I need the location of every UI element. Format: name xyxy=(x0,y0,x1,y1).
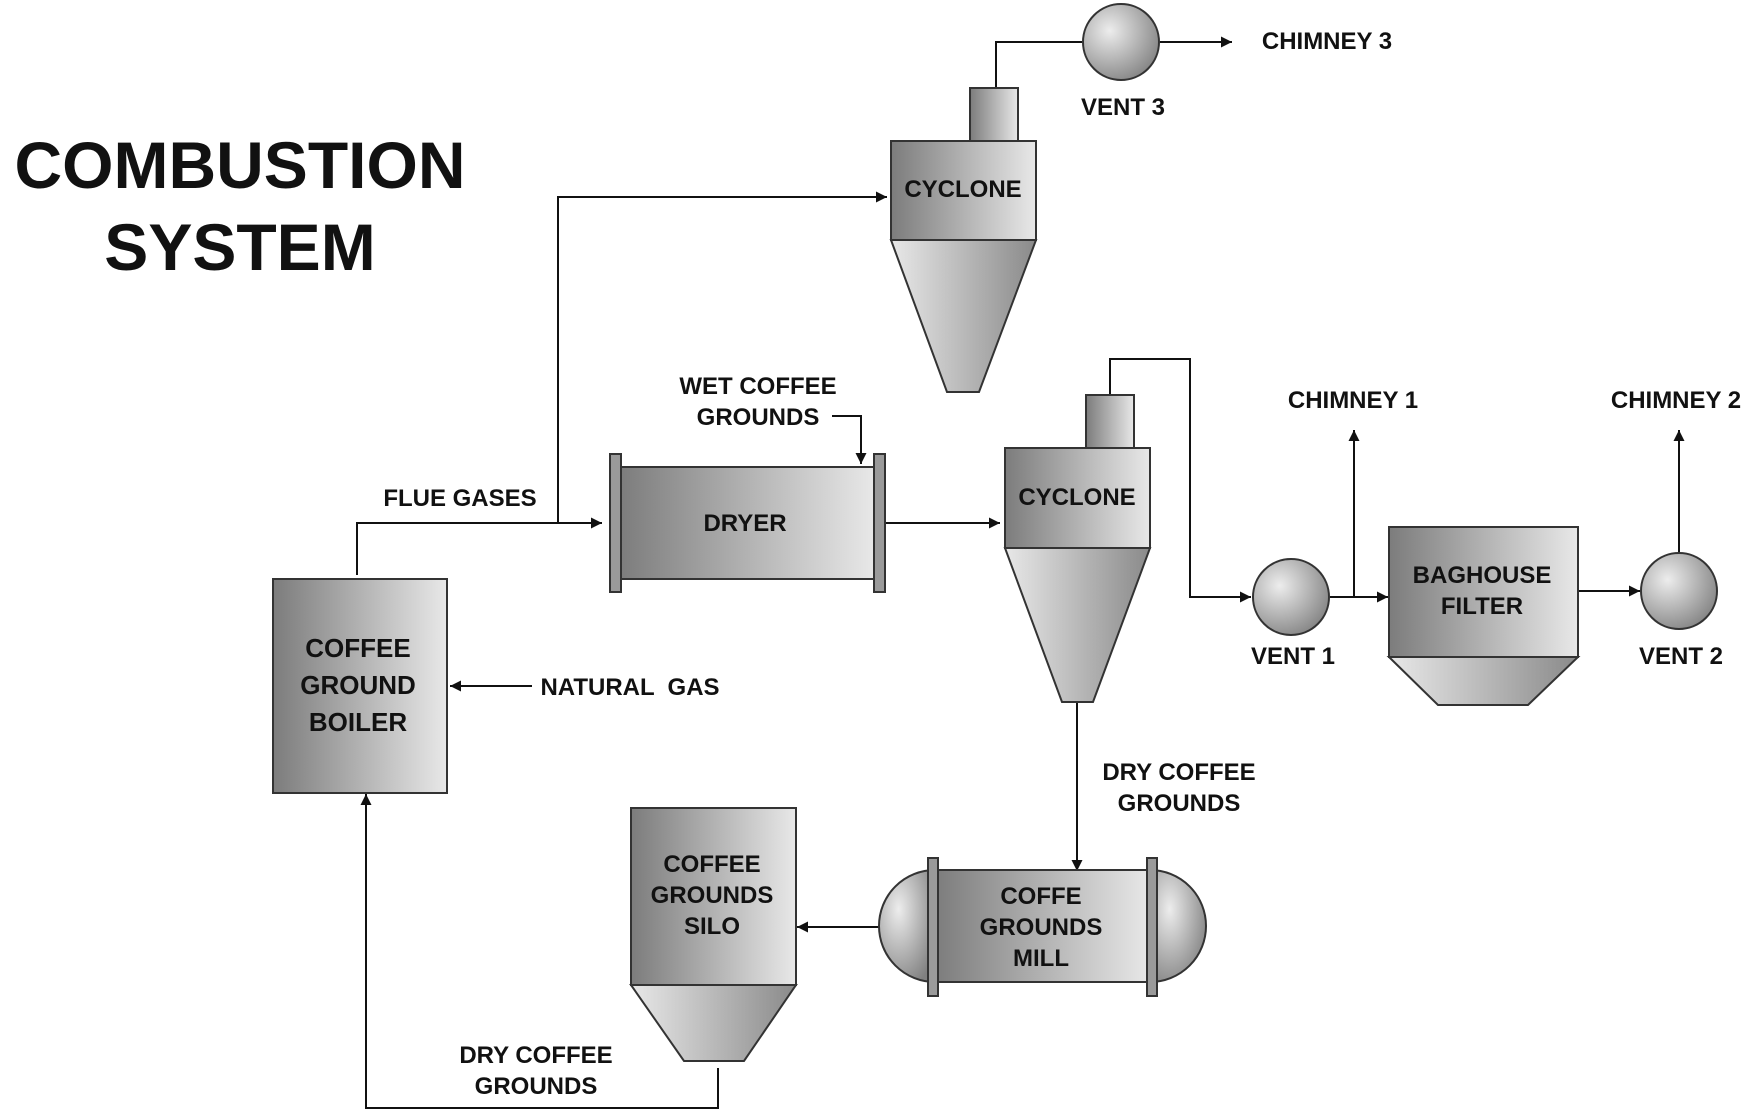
dry-coffee-mid-label-line1: DRY COFFEE xyxy=(1102,759,1255,786)
flue-gas-line xyxy=(356,517,602,575)
chimney3-label: CHIMNEY 3 xyxy=(1262,28,1392,55)
baghouse-label-line2: FILTER xyxy=(1441,593,1523,620)
vent1-label: VENT 1 xyxy=(1251,643,1335,670)
silo-to-boiler-line xyxy=(360,794,719,1109)
cyclone-top-outlet-line xyxy=(995,41,1082,88)
mill-label-line1: COFFE xyxy=(1000,883,1081,910)
cyclone-mid-outlet-line xyxy=(1109,358,1251,603)
baghouse-filter: BAGHOUSE FILTER xyxy=(1386,526,1581,706)
cyclone-mid-label: CYCLONE xyxy=(1018,484,1135,511)
vent-3: VENT 3 xyxy=(1081,3,1165,121)
coffee-grounds-silo: COFFEE GROUNDS SILO xyxy=(629,807,798,1062)
flow-lines xyxy=(356,36,1685,1109)
diagram-title-line1: COMBUSTION xyxy=(15,128,466,202)
wet-coffee-label-line2: GROUNDS xyxy=(697,404,820,431)
vent-2: VENT 2 xyxy=(1639,552,1723,670)
dryer-label: DRYER xyxy=(703,510,786,537)
vent3-label: VENT 3 xyxy=(1081,94,1165,121)
boiler-label-line1: COFFEE xyxy=(305,633,410,663)
dry-coffee-bottom-label-line1: DRY COFFEE xyxy=(459,1042,612,1069)
wet-coffee-label-line1: WET COFFEE xyxy=(679,373,836,400)
silo-label-line1: COFFEE xyxy=(663,851,760,878)
coffee-grounds-mill: COFFE GROUNDS MILL xyxy=(878,857,1207,997)
coffee-ground-boiler: COFFEE GROUND BOILER xyxy=(272,578,448,794)
baghouse-label-line1: BAGHOUSE xyxy=(1413,562,1552,589)
vent2-label: VENT 2 xyxy=(1639,643,1723,670)
mill-label-line3: MILL xyxy=(1013,945,1069,972)
cyclone-mid: CYCLONE xyxy=(1003,394,1152,703)
mill-label-line2: GROUNDS xyxy=(980,914,1103,941)
dryer: DRYER xyxy=(609,453,886,593)
boiler-label-line2: GROUND xyxy=(300,670,416,700)
chimney2-label: CHIMNEY 2 xyxy=(1611,387,1741,414)
dry-coffee-bottom-label-line2: GROUNDS xyxy=(475,1073,598,1100)
wet-coffee-line xyxy=(832,415,867,464)
diagram-title-line2: SYSTEM xyxy=(104,210,375,284)
cyclone-top: CYCLONE xyxy=(889,87,1038,393)
silo-label-line3: SILO xyxy=(684,913,740,940)
cyclone-top-label: CYCLONE xyxy=(904,176,1021,203)
chimney1-label: CHIMNEY 1 xyxy=(1288,387,1418,414)
silo-label-line2: GROUNDS xyxy=(651,882,774,909)
flue-gases-label: FLUE GASES xyxy=(383,485,536,512)
vent-1: VENT 1 xyxy=(1251,558,1335,670)
natural-gas-label: NATURAL GAS xyxy=(540,674,719,701)
boiler-label-line3: BOILER xyxy=(309,707,407,737)
dry-coffee-mid-label-line2: GROUNDS xyxy=(1118,790,1241,817)
flue-gas-branch-line xyxy=(557,191,887,523)
